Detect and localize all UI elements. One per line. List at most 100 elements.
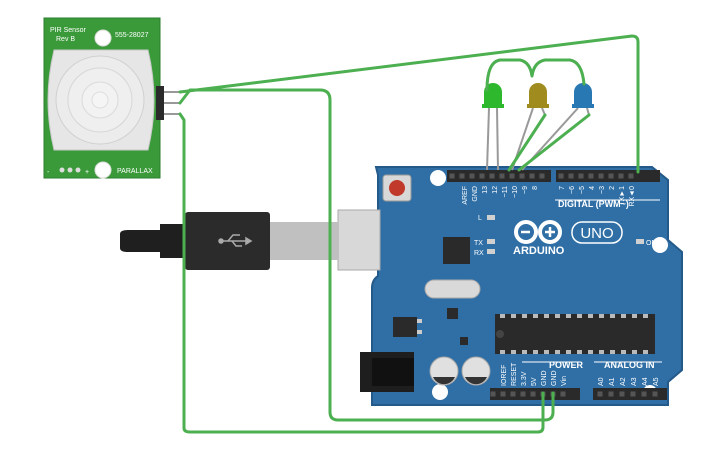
- pin-hole[interactable]: [459, 173, 465, 179]
- digital-pin-label: ~6: [569, 186, 576, 194]
- pin-hole[interactable]: [529, 173, 535, 179]
- wire-pir-gnd-to-gnd[interactable]: [178, 112, 545, 434]
- analog-pin-label: A3: [631, 377, 638, 386]
- power-header[interactable]: [490, 388, 580, 400]
- pin-hole[interactable]: [630, 391, 636, 397]
- mcu-pin: [577, 314, 582, 318]
- mcu-pin: [533, 350, 538, 354]
- pin-hole[interactable]: [558, 173, 564, 179]
- digital-pin-label: ~5: [579, 186, 586, 194]
- pin-hole[interactable]: [520, 391, 526, 397]
- analog-header[interactable]: [593, 388, 667, 400]
- digital-pin-label: 2: [609, 186, 616, 190]
- pin-hole[interactable]: [578, 173, 584, 179]
- regulator-pin: [417, 330, 422, 334]
- mounting-hole: [432, 384, 448, 400]
- pin-hole[interactable]: [608, 173, 614, 179]
- uno-badge: UNO: [571, 221, 623, 244]
- led-green[interactable]: [482, 83, 504, 171]
- mcu-pin: [566, 350, 571, 354]
- pir-pin-header: [156, 86, 164, 120]
- mcu-pin: [533, 314, 538, 318]
- pin-hole[interactable]: [652, 391, 658, 397]
- pin-hole[interactable]: [598, 173, 604, 179]
- pin-hole[interactable]: [500, 391, 506, 397]
- pin-hole[interactable]: [560, 391, 566, 397]
- mounting-hole: [652, 237, 668, 253]
- analog-pin-label: A0: [598, 377, 605, 386]
- mcu-pin: [599, 350, 604, 354]
- wire-pir-vcc-to-5v[interactable]: [178, 88, 555, 422]
- mcu-pin: [621, 314, 626, 318]
- pin-hole[interactable]: [641, 391, 647, 397]
- pir-brand: PARALLAX: [117, 168, 153, 175]
- power-pin-label: IOREF: [501, 365, 508, 386]
- digital-header[interactable]: [447, 170, 660, 182]
- reset-button[interactable]: [382, 174, 412, 202]
- analog-pin-label: A4: [642, 377, 649, 386]
- pin-hole[interactable]: [530, 391, 536, 397]
- regulator-pin: [417, 319, 422, 323]
- digital-pin-label: ~10: [512, 186, 519, 198]
- onboard-led-on: ON: [636, 239, 657, 247]
- pir-lens: [47, 49, 155, 151]
- pin-hole[interactable]: [568, 173, 574, 179]
- pir-pad: [75, 167, 81, 173]
- power-pin-label: 3.3V: [521, 371, 528, 386]
- pin-hole[interactable]: [619, 391, 625, 397]
- pin-hole[interactable]: [449, 173, 455, 179]
- led-rim: [482, 104, 504, 108]
- pin-hole[interactable]: [469, 173, 475, 179]
- usb-cable-end: [120, 230, 160, 252]
- digital-pin-label: 12: [492, 186, 499, 194]
- wire-pir-signal-to-pin2[interactable]: [178, 34, 640, 174]
- wire-blue-to-pin11[interactable]: [517, 113, 591, 172]
- pin-hole[interactable]: [539, 173, 545, 179]
- power-pin-label: GND: [541, 370, 548, 386]
- led-body: [529, 83, 547, 108]
- pin-hole[interactable]: [588, 173, 594, 179]
- small-component: [447, 308, 458, 319]
- svg-text:UNO: UNO: [580, 225, 613, 242]
- pin-hole[interactable]: [479, 173, 485, 179]
- power-pin-label: RESET: [511, 362, 518, 386]
- pin-hole[interactable]: [499, 173, 505, 179]
- svg-text:RX: RX: [474, 250, 484, 257]
- power-jack[interactable]: [360, 352, 414, 392]
- wire-led-ground-bus[interactable]: [485, 58, 586, 92]
- wire-yellow-to-pin12[interactable]: [507, 113, 547, 172]
- pir-sensor[interactable]: PIR Sensor Rev B 555-28027 PARALLAX - +: [43, 17, 180, 179]
- mcu-pin: [566, 314, 571, 318]
- digital-pin-label: ~3: [599, 186, 606, 194]
- usb-strain-relief: [160, 224, 185, 258]
- mcu-pin: [588, 314, 593, 318]
- pin-hole[interactable]: [519, 173, 525, 179]
- pin-hole[interactable]: [490, 391, 496, 397]
- mcu-pin: [522, 350, 527, 354]
- pin-hole[interactable]: [509, 173, 515, 179]
- digital-pin-label: 8: [532, 186, 539, 190]
- mounting-hole: [430, 170, 446, 186]
- analog-pin-label: A5: [653, 377, 660, 386]
- pin-hole[interactable]: [597, 391, 603, 397]
- pin-hole[interactable]: [618, 173, 624, 179]
- svg-text:ON: ON: [646, 240, 657, 247]
- digital-pin-label: GND: [472, 186, 479, 202]
- pin-hole[interactable]: [489, 173, 495, 179]
- mcu-pin: [522, 314, 527, 318]
- pin-hole[interactable]: [510, 391, 516, 397]
- power-pin-label: Vin: [561, 376, 568, 386]
- power-label: POWER: [549, 360, 584, 370]
- pin-hole[interactable]: [628, 173, 634, 179]
- mcu-pin: [500, 314, 505, 318]
- led-body: [574, 83, 592, 108]
- arduino-logo-icon: [514, 220, 562, 244]
- usb-cable[interactable]: [120, 209, 381, 271]
- pin-hole[interactable]: [608, 391, 614, 397]
- mcu-pin: [500, 350, 505, 354]
- mcu-pin: [555, 314, 560, 318]
- pir-pin-label-plus: +: [85, 169, 89, 176]
- svg-text:TX: TX: [474, 240, 483, 247]
